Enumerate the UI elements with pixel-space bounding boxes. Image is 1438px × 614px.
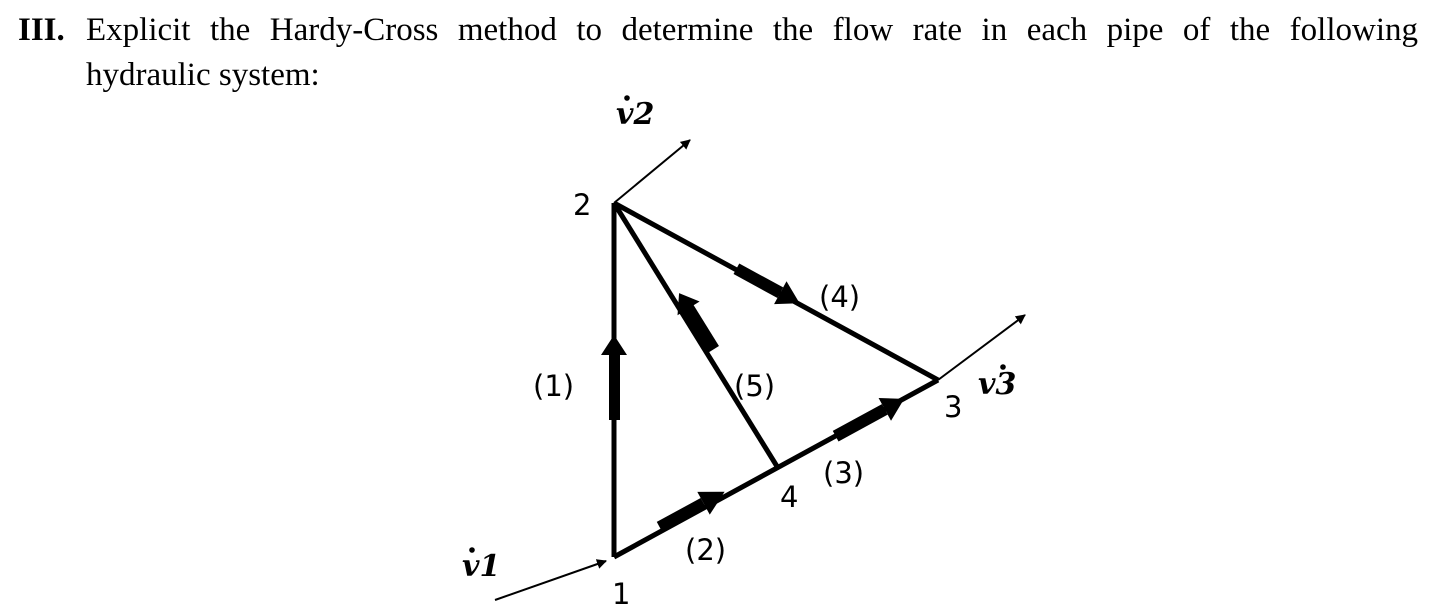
- node-4-label: 4: [780, 480, 798, 514]
- node-3-label: 3: [944, 390, 962, 424]
- pipe-1-direction-arrow: [601, 335, 627, 420]
- external-flows: [494, 139, 1026, 601]
- node-1-label: 1: [612, 577, 630, 611]
- pipe-2-direction-arrow: [656, 491, 725, 533]
- flow-v3-label: v3: [978, 364, 1016, 402]
- pipe-2-label: (2): [685, 533, 726, 567]
- flow-v2-label: v2: [616, 95, 654, 132]
- inflow-v1-arrow: [494, 559, 607, 601]
- pipe-5-label: (5): [734, 369, 775, 403]
- pipe-5-direction-arrow: [677, 293, 719, 353]
- svg-text:v2: v2: [616, 97, 654, 132]
- outflow-v3-arrow: [937, 314, 1026, 381]
- node-2-label: 2: [573, 188, 591, 222]
- pipe-3-label: (3): [823, 456, 864, 490]
- pipe-4-direction-arrow: [733, 263, 800, 305]
- pipe-1-label: (1): [533, 369, 574, 403]
- flow-direction-arrows: [601, 263, 905, 533]
- question-line-2: hydraulic system:: [86, 57, 320, 93]
- question-text: III. Explicit the Hardy-Cross method to …: [18, 8, 1418, 98]
- question-number: III.: [18, 12, 65, 48]
- svg-text:v3: v3: [978, 367, 1016, 402]
- pipe-5: [611, 201, 781, 470]
- pipe-3-direction-arrow: [832, 397, 905, 442]
- svg-text:v1: v1: [462, 549, 500, 584]
- flow-v1-label: v1: [462, 547, 500, 584]
- question-line-1: Explicit the Hardy-Cross method to deter…: [86, 12, 1418, 48]
- pipe-network: [611, 200, 940, 560]
- outflow-v2-arrow: [613, 139, 691, 204]
- pipe-4-label: (4): [819, 280, 860, 314]
